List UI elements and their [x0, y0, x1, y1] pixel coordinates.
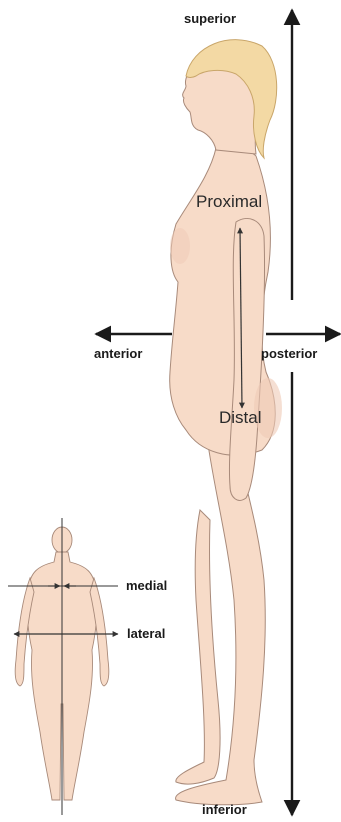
chest-shading: [170, 228, 190, 264]
medial-label: medial: [126, 579, 167, 592]
back-leg: [176, 510, 220, 784]
anterior-label: anterior: [94, 347, 142, 360]
posterior-label: posterior: [261, 347, 317, 360]
arm: [229, 218, 264, 500]
proximal-label: Proximal: [196, 193, 262, 210]
inferior-label: inferior: [202, 803, 247, 816]
superior-label: superior: [184, 12, 236, 25]
lateral-label: lateral: [127, 627, 165, 640]
distal-label: Distal: [219, 409, 262, 426]
